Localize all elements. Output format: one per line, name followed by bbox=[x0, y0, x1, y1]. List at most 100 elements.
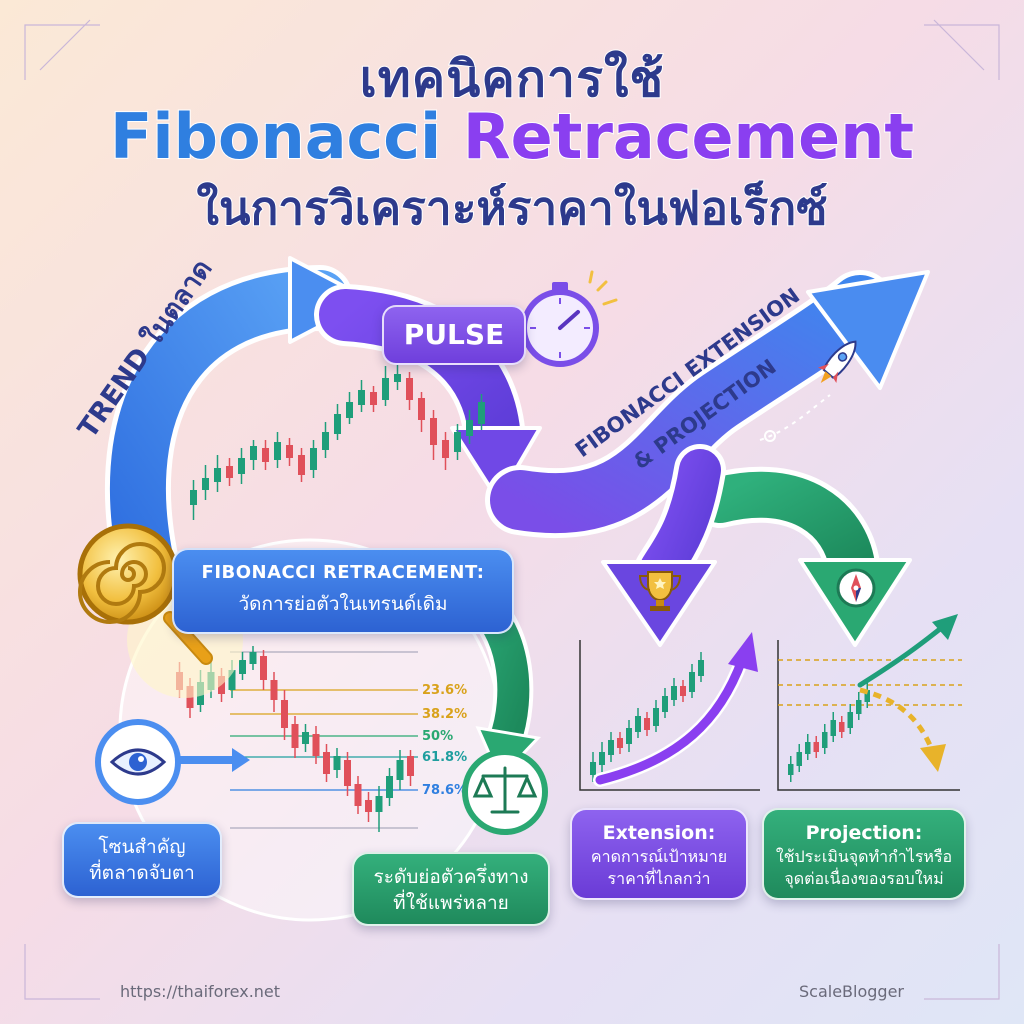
extension-line-2: ราคาที่ไกลกว่า bbox=[607, 869, 711, 888]
projection-note: Projection: ใช้ประเมินจุดทำกำไรหรือ จุดต… bbox=[762, 808, 966, 900]
half-level-line-1: ระดับย่อตัวครึ่งทาง bbox=[373, 866, 529, 888]
candle-body bbox=[310, 448, 317, 470]
candle-body bbox=[813, 742, 819, 752]
footer-url[interactable]: https://thaiforex.net bbox=[120, 982, 281, 1001]
compass-icon bbox=[836, 568, 876, 608]
title-fibonacci: Fibonacci bbox=[109, 99, 442, 174]
candle-body bbox=[689, 672, 695, 692]
stopwatch-icon bbox=[521, 270, 618, 367]
half-level-note: ระดับย่อตัวครึ่งทาง ที่ใช้แพร่หลาย bbox=[352, 852, 550, 926]
candle-body bbox=[830, 720, 836, 736]
candle-body bbox=[250, 446, 257, 460]
fib-level-label: 38.2% bbox=[422, 707, 467, 722]
trend-arrow bbox=[105, 256, 372, 613]
candle-body bbox=[466, 420, 473, 436]
candle-body bbox=[442, 440, 449, 458]
projection-chart-panel bbox=[777, 614, 962, 791]
candle-body bbox=[370, 392, 377, 405]
retracement-heading: FIBONACCI RETRACEMENT: วัดการย่อตัวในเทร… bbox=[172, 548, 514, 634]
candle-body bbox=[626, 728, 632, 744]
candle-body bbox=[312, 734, 320, 756]
key-zone-line-1: โซนสำคัญ bbox=[98, 836, 186, 858]
candle-body bbox=[238, 458, 245, 474]
candle-body bbox=[454, 432, 461, 452]
candle-body bbox=[346, 402, 353, 418]
candle-body bbox=[281, 700, 288, 728]
projection-line-2: จุดต่อเนื่องของรอบใหม่ bbox=[784, 869, 944, 888]
candle-body bbox=[608, 740, 614, 755]
candle-body bbox=[260, 656, 267, 680]
footer-brand: ScaleBlogger bbox=[799, 982, 904, 1001]
title-line-2: Fibonacci Retracement bbox=[0, 99, 1024, 174]
candle-body bbox=[406, 378, 413, 400]
candle-body bbox=[386, 776, 393, 798]
candle-body bbox=[270, 680, 278, 700]
candle-body bbox=[478, 402, 485, 424]
projection-candle-chart bbox=[788, 682, 870, 782]
candle-body bbox=[228, 670, 236, 690]
eye-pointer-head bbox=[232, 748, 250, 772]
magnifier-spiral-icon bbox=[77, 523, 243, 698]
candle-body bbox=[239, 660, 246, 674]
fib-level-label: 50% bbox=[422, 729, 453, 744]
candle-body bbox=[354, 784, 362, 806]
candle-body bbox=[698, 660, 704, 676]
projection-arrow bbox=[692, 466, 912, 647]
candle-body bbox=[226, 466, 233, 478]
candle-body bbox=[365, 800, 372, 812]
candle-body bbox=[249, 652, 257, 664]
key-zone-note: โซนสำคัญ ที่ตลาดจับตา bbox=[62, 822, 222, 898]
candle-body bbox=[382, 378, 389, 400]
rocket-icon bbox=[817, 340, 857, 384]
candle-body bbox=[599, 752, 605, 765]
projection-heading: Projection: bbox=[805, 822, 923, 844]
candle-body bbox=[394, 374, 401, 382]
half-level-line-2: ที่ใช้แพร่หลาย bbox=[393, 892, 509, 914]
candle-body bbox=[590, 762, 596, 775]
retracement-subtitle: วัดการย่อตัวในเทรนด์เดิม bbox=[238, 593, 448, 615]
projection-line-1: ใช้ประเมินจุดทำกำไรหรือ bbox=[775, 847, 953, 866]
trophy-icon bbox=[638, 571, 682, 611]
extension-line-1: คาดการณ์เป้าหมาย bbox=[590, 847, 728, 866]
candle-body bbox=[662, 696, 668, 712]
key-zone-line-2: ที่ตลาดจับตา bbox=[89, 862, 195, 884]
candle-body bbox=[375, 796, 383, 812]
candle-body bbox=[302, 732, 309, 744]
retracement-candle-chart bbox=[176, 646, 414, 832]
candle-body bbox=[822, 732, 828, 748]
candle-body bbox=[344, 760, 351, 786]
candle-body bbox=[805, 742, 811, 754]
fib-level-label: 78.6% bbox=[422, 783, 467, 798]
retracement-title: FIBONACCI RETRACEMENT: bbox=[201, 562, 485, 583]
candle-body bbox=[653, 708, 659, 726]
candle-body bbox=[262, 448, 269, 462]
candle-body bbox=[322, 432, 329, 450]
candle-body bbox=[323, 752, 330, 774]
extension-arrow bbox=[485, 270, 930, 647]
candle-body bbox=[418, 398, 425, 420]
title-line-3: ในการวิเคราะห์ราคาในฟอเร็กซ์ bbox=[196, 180, 829, 236]
fib-level-label: 61.8% bbox=[422, 750, 467, 765]
candle-body bbox=[856, 700, 862, 714]
candle-body bbox=[847, 712, 853, 728]
candle-body bbox=[358, 390, 365, 405]
extension-note: Extension: คาดการณ์เป้าหมาย ราคาที่ไกลกว… bbox=[570, 808, 748, 900]
title-retracement: Retracement bbox=[462, 99, 915, 174]
pulse-label: PULSE bbox=[382, 305, 526, 365]
fibonacci-levels: 23.6%38.2%50%61.8%78.6% bbox=[230, 651, 467, 829]
candle-body bbox=[644, 718, 650, 730]
candle-body bbox=[333, 756, 341, 770]
candle-body bbox=[202, 478, 209, 490]
candle-body bbox=[396, 760, 404, 780]
candle-body bbox=[430, 418, 437, 445]
candle-body bbox=[334, 414, 341, 434]
trend-candle-chart bbox=[190, 362, 485, 520]
candle-body bbox=[788, 764, 794, 775]
candle-body bbox=[407, 756, 414, 776]
candle-body bbox=[291, 724, 299, 748]
extension-candle-chart bbox=[590, 652, 704, 782]
candle-body bbox=[671, 686, 677, 700]
title-line-1: เทคนิคการใช้ bbox=[359, 49, 665, 109]
